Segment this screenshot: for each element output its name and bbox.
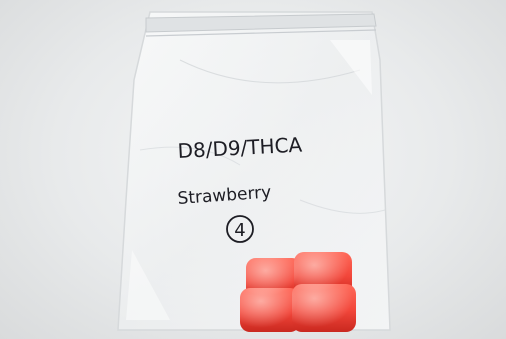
- label-count-text: 4: [234, 220, 245, 241]
- plastic-bag: [117, 11, 391, 331]
- bag-crease: [299, 199, 386, 214]
- zip-seal-line: [145, 29, 377, 37]
- gummy-pile: [240, 252, 356, 332]
- bag-highlight: [126, 250, 170, 320]
- bag-highlight: [330, 40, 372, 95]
- count-circle: [226, 215, 254, 243]
- bag-crease: [179, 59, 361, 84]
- bag-crease: [139, 146, 241, 166]
- zip-seal: [145, 13, 377, 33]
